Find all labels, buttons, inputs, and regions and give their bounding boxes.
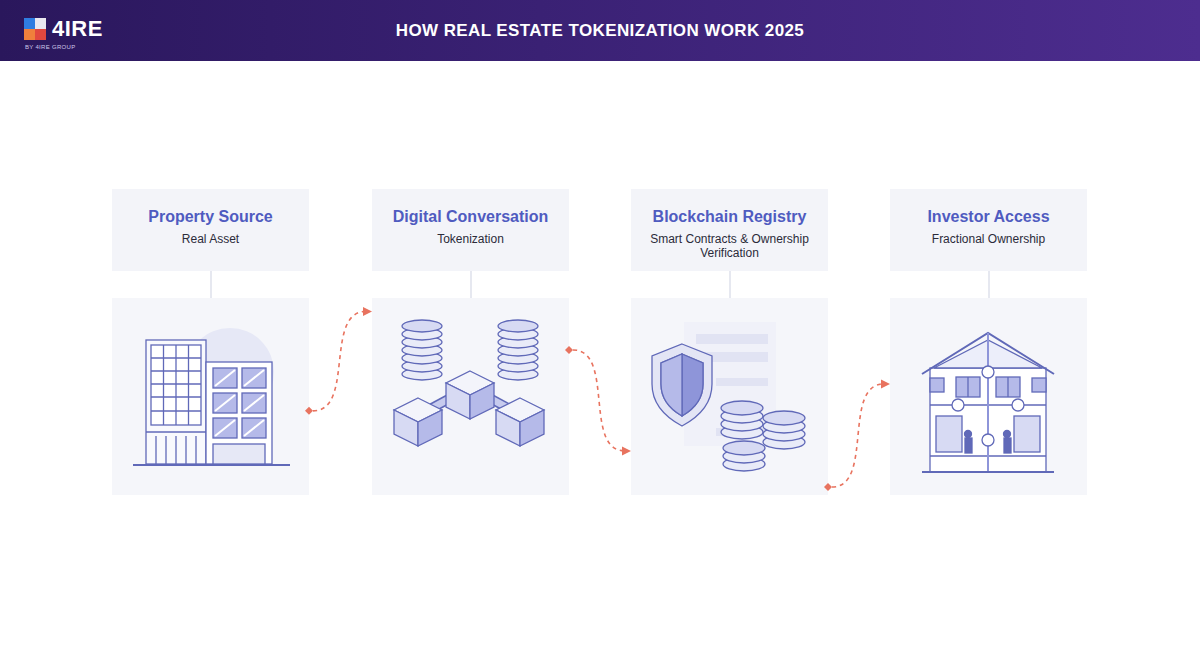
arrow-head: [622, 446, 631, 455]
label-card: Investor AccessFractional Ownership: [890, 189, 1087, 271]
flow-arrow: [305, 307, 372, 415]
step-heading: Investor Access: [898, 207, 1079, 227]
logo-tagline: BY 4IRE GROUP: [25, 44, 75, 51]
step-subtitle: Real Asset: [120, 232, 301, 246]
start-diamond: [824, 483, 832, 491]
arrow-head: [363, 307, 372, 316]
step-heading: Digital Conversation: [380, 207, 561, 227]
start-diamond: [305, 407, 313, 415]
illustration-panel: [372, 298, 569, 495]
header-band: HOW REAL ESTATE TOKENIZATION WORK 20254I…: [0, 0, 1200, 61]
arrow-head: [881, 379, 890, 388]
step-heading: Blockchain Registry: [639, 207, 820, 227]
dashed-connector: [832, 384, 884, 487]
connector-stub: [729, 271, 731, 298]
connector-stub: [988, 271, 990, 298]
process-column: Property SourceReal Asset: [112, 189, 309, 495]
step-subtitle: Tokenization: [380, 232, 561, 246]
flow-arrow: [824, 379, 890, 491]
step-heading: Property Source: [120, 207, 301, 227]
dashed-connector: [313, 311, 366, 410]
connector-stub: [470, 271, 472, 298]
illustration-panel: [631, 298, 828, 495]
logo-wordmark: 4IRE: [52, 16, 103, 42]
flow-arrow: [565, 346, 631, 455]
logo-mark: [0, 0, 60, 61]
process-column: Investor AccessFractional Ownership: [890, 189, 1087, 495]
illustration-panel: [112, 298, 309, 495]
diagram-title: HOW REAL ESTATE TOKENIZATION WORK 2025: [0, 20, 1200, 42]
step-subtitle: Fractional Ownership: [898, 232, 1079, 246]
start-diamond: [565, 346, 573, 354]
label-card: Blockchain RegistrySmart Contracts & Own…: [631, 189, 828, 271]
process-column: Blockchain RegistrySmart Contracts & Own…: [631, 189, 828, 495]
connector-stub: [210, 271, 212, 298]
dashed-connector: [573, 350, 625, 451]
illustration-panel: [890, 298, 1087, 495]
step-subtitle: Smart Contracts & Ownership Verification: [639, 232, 820, 260]
label-card: Digital ConversationTokenization: [372, 189, 569, 271]
process-column: Digital ConversationTokenization: [372, 189, 569, 495]
label-card: Property SourceReal Asset: [112, 189, 309, 271]
